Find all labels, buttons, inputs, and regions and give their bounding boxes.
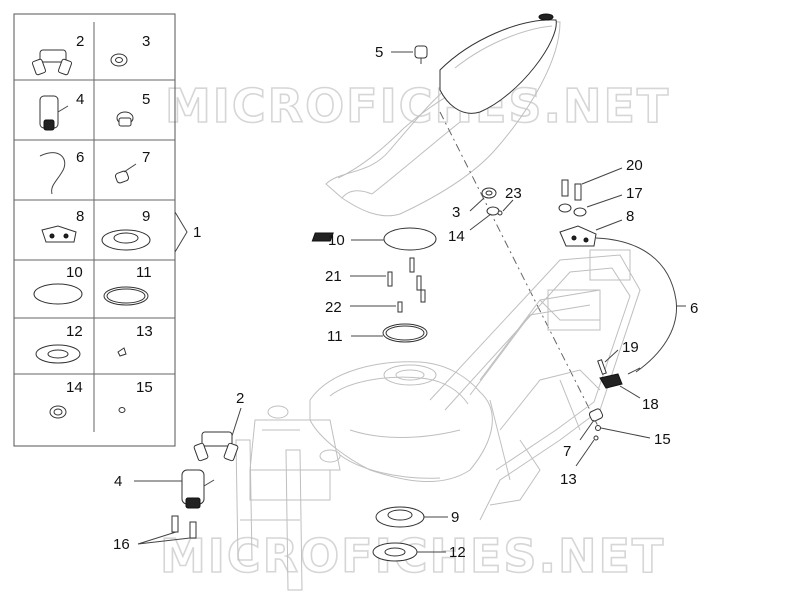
ring-flange-9-part	[375, 506, 425, 528]
bracket-plate-icon	[41, 225, 77, 243]
callout-4: 4	[114, 473, 122, 490]
legend-cell-12: 12	[66, 323, 83, 340]
legend-cell-3: 3	[142, 33, 150, 50]
legend-group-number: 1	[193, 224, 201, 241]
washer-icon	[110, 53, 128, 67]
legend-cell-11: 11	[136, 264, 152, 281]
o-ring-part	[382, 323, 428, 343]
screw-small-icon	[117, 347, 127, 357]
legend-cell-14: 14	[66, 379, 83, 396]
fuel-cap-plate-part	[311, 227, 437, 251]
seat	[325, 13, 561, 217]
fuel-tank	[309, 361, 493, 482]
legend-box: 1 2 3 4 5 6 7 8 9 10 11 12 13 14 15	[13, 13, 201, 447]
o-ring-icon	[103, 286, 149, 306]
callout-22: 22	[325, 299, 342, 316]
callout-6: 6	[690, 300, 698, 317]
watermark-top: MICROFICHES.NET	[165, 79, 670, 133]
callout-10: 10	[328, 232, 345, 249]
plug-7-part	[588, 408, 604, 422]
callout-12: 12	[449, 544, 466, 561]
legend-cell-5: 5	[142, 91, 150, 108]
screws-22-part	[397, 289, 426, 313]
callout-2: 2	[236, 390, 244, 407]
cap-nut-icon	[116, 111, 134, 127]
callout-20: 20	[626, 157, 643, 174]
callout-11: 11	[327, 328, 343, 345]
legend-cell-15: 15	[136, 379, 153, 396]
callout-8: 8	[626, 208, 634, 225]
callout-23: 23	[505, 185, 522, 202]
screw-19-part	[597, 359, 607, 375]
legend-cell-9: 9	[142, 208, 150, 225]
frame	[429, 249, 641, 521]
latch-18-part	[599, 373, 623, 389]
ignition-switch-icon	[31, 49, 73, 76]
callout-5-top: 5	[375, 44, 383, 61]
bracket-8-part	[559, 225, 597, 247]
ring-flange-icon	[101, 229, 151, 251]
cable-6-part	[595, 237, 677, 375]
seat-pin-part	[414, 45, 428, 64]
bolts-20-part	[561, 179, 582, 201]
callout-18: 18	[642, 396, 659, 413]
legend-cell-8: 8	[76, 208, 84, 225]
legend-cell-13: 13	[136, 323, 153, 340]
legend-cell-4: 4	[76, 91, 84, 108]
callout-3: 3	[452, 204, 460, 221]
small-washer-icon	[118, 407, 126, 413]
gasket-12-part	[372, 542, 418, 562]
rubber-plug-icon	[114, 163, 137, 184]
ignition-switch-part	[193, 431, 239, 462]
legend-cell-10: 10	[66, 264, 83, 281]
front-fork	[235, 405, 341, 591]
callout-13: 13	[560, 471, 577, 488]
washer-3-part	[481, 187, 497, 199]
gasket-ring-icon	[49, 405, 67, 419]
callout-14: 14	[448, 228, 465, 245]
callout-7: 7	[563, 443, 571, 460]
lock-cylinder-icon	[39, 95, 69, 131]
callout-19: 19	[622, 339, 639, 356]
callout-21: 21	[325, 268, 342, 285]
cable-icon	[39, 152, 66, 195]
washer-14-part	[486, 206, 500, 216]
legend-cell-6: 6	[76, 149, 84, 166]
callout-16: 16	[113, 536, 130, 553]
screws-21-part	[387, 257, 422, 291]
callout-17: 17	[626, 185, 643, 202]
nuts-17-part	[558, 203, 587, 217]
legend-cell-2: 2	[76, 33, 84, 50]
callout-9: 9	[451, 509, 459, 526]
gasket-icon	[35, 344, 81, 364]
callout-15: 15	[654, 431, 671, 448]
legend-cell-7: 7	[142, 149, 150, 166]
fuel-cap-plate-icon	[33, 283, 83, 305]
lock-cylinder-part	[181, 469, 215, 509]
